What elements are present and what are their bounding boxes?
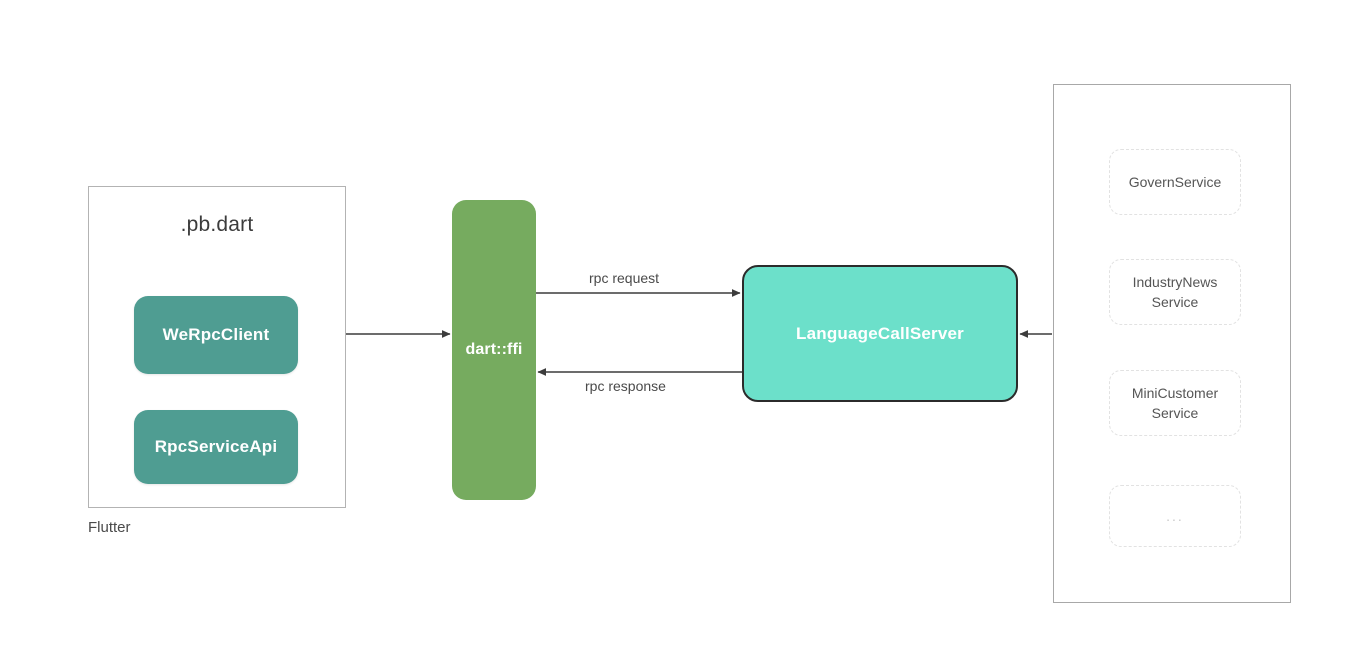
- service-card-industrynews-service-label: IndustryNews Service: [1132, 273, 1218, 310]
- pb-dart-title: .pb.dart: [180, 213, 254, 236]
- edge-label-rpc-request: rpc request: [589, 270, 660, 286]
- service-card-industrynews-service[interactable]: IndustryNews Service: [1109, 259, 1241, 325]
- service-card-minicustomer-service[interactable]: MiniCustomer Service: [1109, 370, 1241, 436]
- service-card-govern-service-label: GovernService: [1128, 173, 1222, 190]
- service-card-minicustomer-service-label: MiniCustomer Service: [1131, 384, 1219, 421]
- edge-label-rpc-response: rpc response: [585, 378, 666, 394]
- services-panel: GovernService IndustryNews Service MiniC…: [1053, 84, 1291, 603]
- node-language-call-server[interactable]: LanguageCallServer: [742, 265, 1018, 402]
- node-rpcserviceapi[interactable]: RpcServiceApi: [134, 410, 298, 484]
- node-werpcclient[interactable]: WeRpcClient: [134, 296, 298, 374]
- node-dart-ffi[interactable]: dart::ffi: [452, 200, 536, 500]
- service-card-govern-service[interactable]: GovernService: [1109, 149, 1241, 215]
- node-dart-ffi-label: dart::ffi: [465, 341, 523, 358]
- node-werpcclient-label: WeRpcClient: [162, 325, 270, 344]
- service-card-more-services[interactable]: ...: [1109, 485, 1241, 547]
- node-rpcserviceapi-label: RpcServiceApi: [154, 437, 278, 456]
- service-card-more-services-label: ...: [1166, 507, 1184, 524]
- node-language-call-server-label: LanguageCallServer: [796, 323, 964, 343]
- flutter-platform-label: Flutter: [88, 519, 131, 536]
